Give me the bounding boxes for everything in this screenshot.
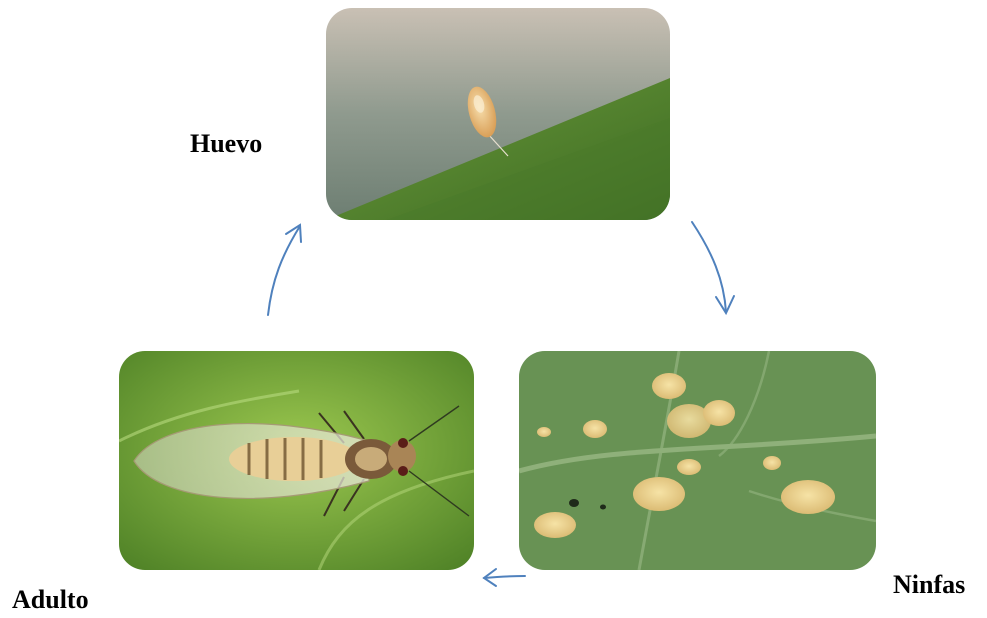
nymphs-label: Ninfas	[893, 570, 965, 600]
arrow-egg-to-nymphs	[692, 222, 734, 313]
egg-label: Huevo	[190, 129, 262, 159]
arrow-nymphs-to-adult	[484, 569, 525, 586]
arrow-adult-to-egg	[268, 225, 301, 315]
adult-photo	[119, 351, 474, 570]
adult-label: Adulto	[12, 585, 89, 615]
nymphs-photo	[519, 351, 876, 570]
egg-photo	[326, 8, 670, 220]
